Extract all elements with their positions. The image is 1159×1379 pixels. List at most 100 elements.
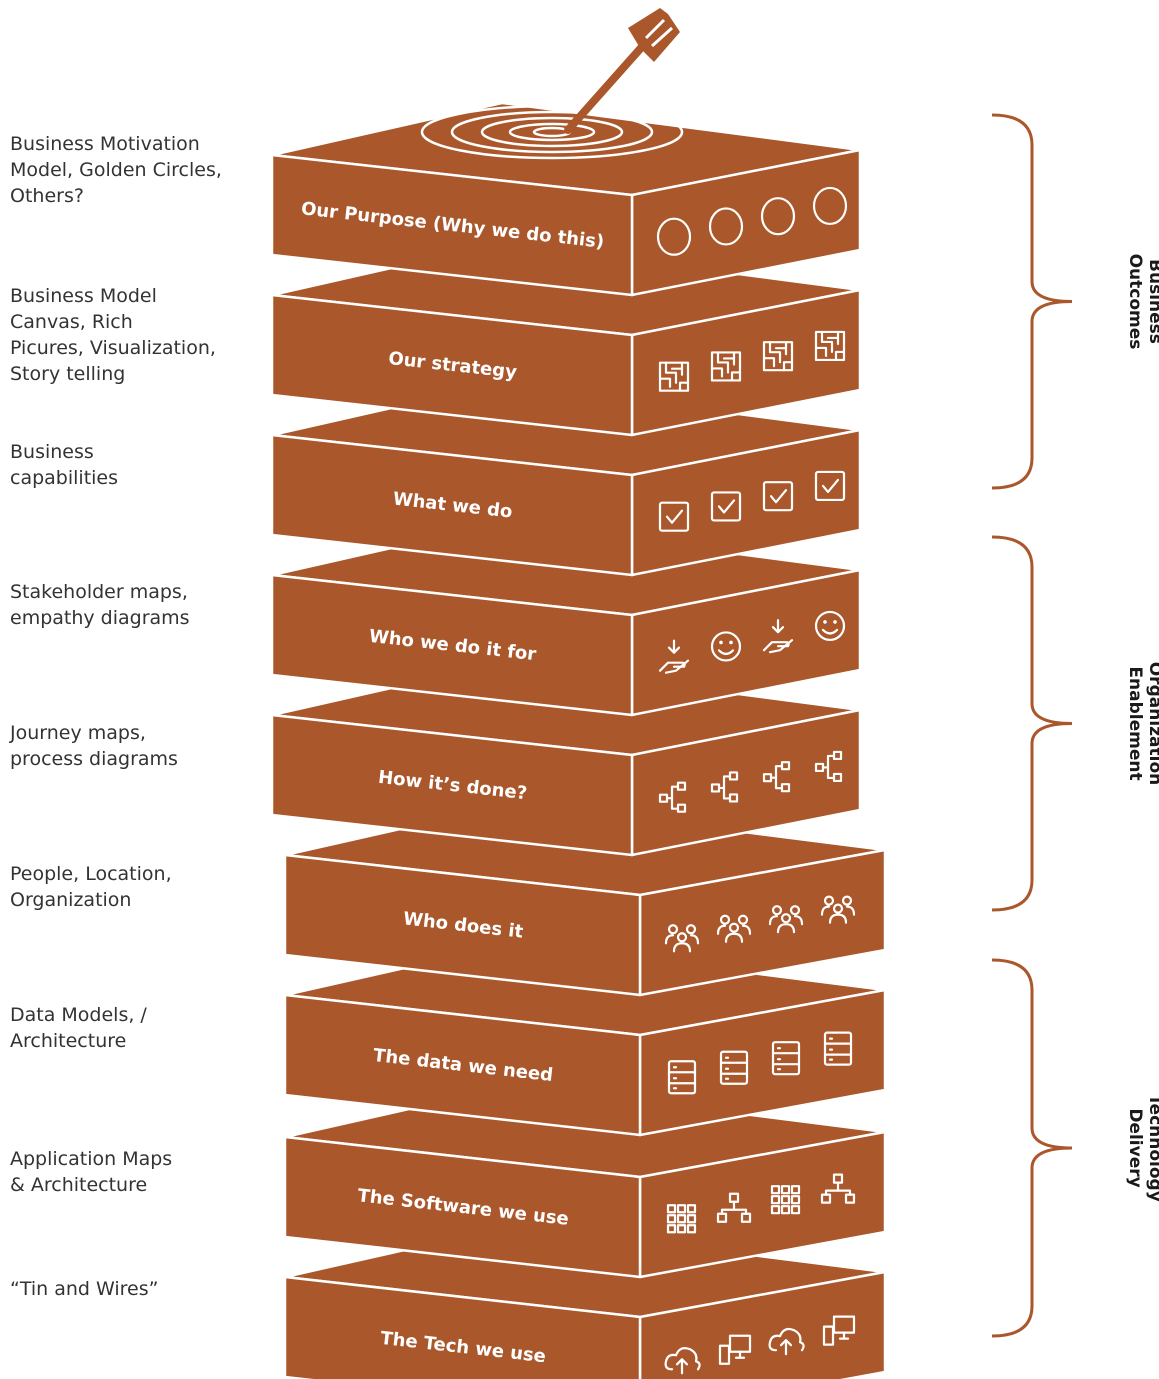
description-line: Story telling (10, 363, 125, 385)
layer-block: Who we do it for (270, 521, 862, 717)
layer-descriptions: “Tin and Wires” Application Maps & Archite… (9, 133, 222, 1300)
database-icon (823, 1031, 853, 1066)
device-icon (718, 1334, 752, 1365)
arrow-shaft (564, 36, 652, 134)
org-tree-icon (716, 1192, 752, 1223)
description-line: capabilities (10, 467, 118, 489)
description-line: process diagrams (10, 748, 178, 770)
bracket-shape (991, 535, 1073, 912)
layer-front-face (283, 853, 642, 997)
layer-front-face (270, 433, 634, 577)
layer-description: “Tin and Wires” (10, 1278, 158, 1300)
layer-front-face (270, 573, 634, 717)
layer-front-face (270, 713, 634, 857)
description-line: “Tin and Wires” (10, 1278, 158, 1300)
circle-icon (812, 186, 848, 226)
description-line: Data Models, / (10, 1004, 147, 1026)
process-flow-icon (814, 750, 843, 783)
layer-block: What we do (270, 381, 862, 577)
layer-description: Journey maps, process diagrams (9, 722, 178, 770)
layer-block: Our strategy (270, 241, 862, 437)
app-grid-icon (666, 1204, 697, 1234)
group-label: BusinessOutcomes (1125, 254, 1159, 350)
process-flow-icon (658, 781, 687, 813)
maze-icon (762, 341, 794, 372)
target-arrow-icon (564, 8, 680, 134)
process-flow-icon (762, 761, 791, 793)
description-line: Journey maps, (9, 722, 146, 744)
description-line: Picures, Visualization, (10, 337, 216, 359)
description-line: Architecture (10, 1030, 126, 1052)
cloud-icon (664, 1347, 701, 1375)
group-label-line: Delivery (1125, 1108, 1145, 1187)
layer-right-face (638, 1270, 887, 1379)
bracket-shape (991, 958, 1073, 1338)
people-group-icon (716, 914, 752, 943)
database-icon (771, 1041, 801, 1076)
layer-description: Data Models, / Architecture (10, 1004, 147, 1052)
hand-smiley-icon (710, 631, 742, 662)
description-line: Stakeholder maps, (10, 581, 188, 603)
hand-smiley-icon (814, 610, 846, 642)
arrow-fletching (628, 8, 680, 62)
bracket-shape (991, 113, 1073, 490)
group-label: OrganizationEnablement (1125, 662, 1159, 786)
group-label-line: Enablement (1125, 666, 1145, 780)
description-line: Business Model (10, 285, 157, 307)
process-flow-icon (710, 771, 739, 803)
database-icon (719, 1050, 749, 1085)
group-label-line: Outcomes (1125, 254, 1145, 350)
maze-icon (710, 351, 742, 382)
circle-icon (656, 217, 692, 256)
group-bracket: BusinessOutcomes (991, 113, 1159, 490)
description-line: Business Motivation (10, 133, 200, 155)
maze-icon (814, 330, 846, 362)
layer-front-face (283, 1135, 642, 1279)
group-label-line: Organization (1145, 662, 1159, 786)
group-label-line: Business (1145, 259, 1159, 344)
checkbox-icon (762, 481, 794, 512)
description-line: Model, Golden Circles, (10, 159, 222, 181)
group-brackets: BusinessOutcomesOrganizationEnablementTe… (991, 113, 1159, 1338)
layer-description: People, Location, Organization (10, 863, 172, 911)
device-icon (822, 1315, 856, 1346)
people-group-icon (768, 905, 804, 934)
app-grid-icon (770, 1185, 801, 1215)
layer-description: Business capabilities (10, 441, 118, 489)
group-bracket: OrganizationEnablement (991, 535, 1159, 912)
org-tree-icon (820, 1173, 856, 1204)
circle-icon (760, 197, 796, 236)
layer-front-face (270, 293, 634, 437)
layer-front-face (283, 993, 642, 1137)
cloud-icon (768, 1327, 805, 1356)
description-line: empathy diagrams (10, 607, 190, 629)
description-line: Business (10, 441, 94, 463)
arrow-fletching-lines (644, 18, 674, 48)
description-line: People, Location, (10, 863, 172, 885)
checkbox-icon (814, 470, 846, 502)
group-bracket: TechnologyDelivery (991, 958, 1159, 1338)
group-label-line: Technology (1145, 1094, 1159, 1202)
description-line: Canvas, Rich (10, 311, 133, 333)
hand-icon (658, 639, 690, 674)
checkbox-icon (658, 501, 690, 532)
people-group-icon (820, 895, 856, 924)
layer-description: Application Maps & Architecture (10, 1148, 172, 1196)
maze-icon (658, 361, 690, 392)
description-line: Organization (10, 889, 131, 911)
checkbox-icon (710, 491, 742, 522)
people-group-icon (664, 924, 700, 953)
description-line: Application Maps (10, 1148, 172, 1170)
layer-block: Our Purpose (Why we do this) (270, 101, 862, 297)
layer-description: Stakeholder maps, empathy diagrams (10, 581, 190, 629)
hand-icon (762, 619, 794, 654)
description-line: Others? (10, 185, 84, 207)
circle-icon (708, 207, 744, 246)
target-rings-icon (420, 104, 684, 160)
database-icon (667, 1060, 697, 1095)
description-line: & Architecture (10, 1174, 147, 1196)
